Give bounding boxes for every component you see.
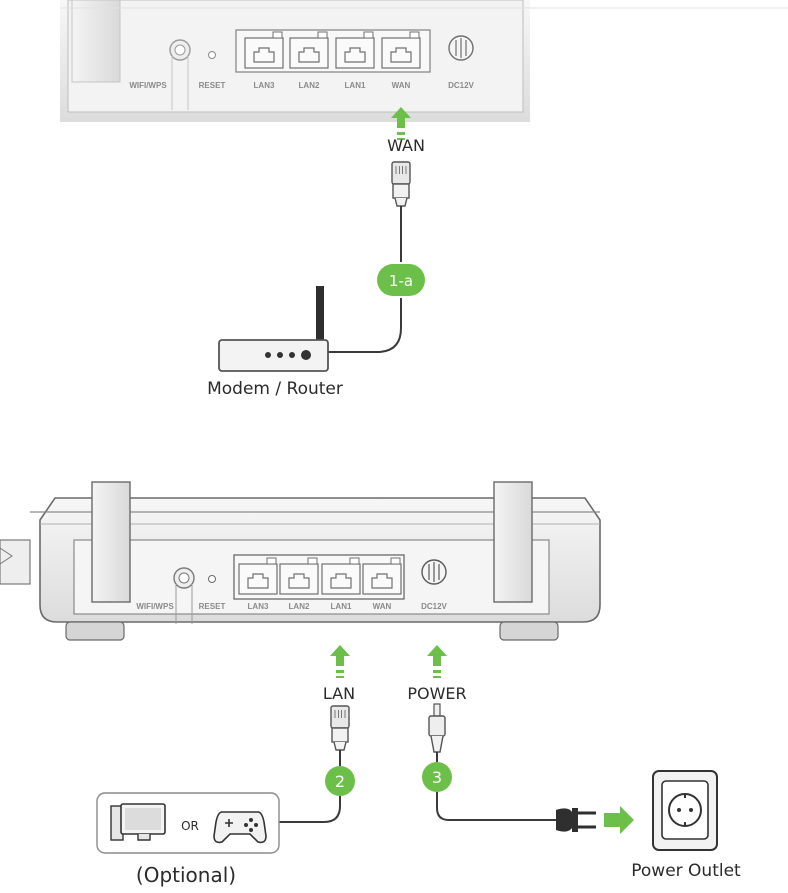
port-label: LAN3 <box>248 602 269 611</box>
port-lan1 <box>321 557 361 595</box>
router-back-panel-bottom: WIFI/WPS RESET LAN3 LAN2 LAN1 WAN DC12V <box>0 481 601 641</box>
optional-devices-box: OR <box>96 792 280 854</box>
step-badge-2: 2 <box>325 766 355 796</box>
ethernet-plug-icon <box>391 161 411 207</box>
port-lan3 <box>238 557 278 595</box>
wan-cable <box>328 206 402 353</box>
antenna-right <box>493 481 533 603</box>
svg-text:1-a: 1-a <box>389 272 413 290</box>
port-label: DC12V <box>421 602 447 611</box>
arrow-right-icon <box>604 806 634 834</box>
optional-label: (Optional) <box>136 863 236 887</box>
wan-label: WAN <box>387 136 425 155</box>
outlet-label: Power Outlet <box>631 861 741 881</box>
reset-hole <box>208 575 216 583</box>
svg-text:2: 2 <box>335 772 345 791</box>
modem-icon <box>218 286 329 372</box>
antenna-left <box>71 0 121 83</box>
port-label: WAN <box>392 81 411 90</box>
power-plug-icon <box>428 703 446 753</box>
port-label: LAN1 <box>331 602 352 611</box>
port-label: RESET <box>199 81 226 90</box>
step-badge-3: 3 <box>422 762 452 792</box>
port-lan1-top <box>335 31 375 69</box>
port-label: LAN3 <box>254 81 275 90</box>
power-cable <box>436 752 550 821</box>
ac-plug-icon <box>550 808 596 832</box>
port-label: WAN <box>373 602 392 611</box>
svg-text:3: 3 <box>432 768 442 787</box>
port-wan <box>362 557 402 595</box>
port-label: RESET <box>199 602 226 611</box>
arrow-up-icon <box>427 645 447 678</box>
port-lan2-top <box>289 31 329 69</box>
or-text: OR <box>181 819 199 833</box>
wall-outlet-icon <box>652 770 718 851</box>
computer-icon <box>110 803 166 841</box>
antenna-left <box>91 481 131 603</box>
ethernet-plug-icon <box>330 705 350 751</box>
gamepad-icon <box>213 811 267 844</box>
lan-cable <box>279 750 341 823</box>
port-lan2 <box>279 557 319 595</box>
lan-label: LAN <box>323 684 355 703</box>
port-lan3-top <box>244 31 284 69</box>
port-label: LAN1 <box>345 81 366 90</box>
power-label: POWER <box>407 684 466 703</box>
step-badge-1a: 1-a <box>377 264 425 296</box>
port-label: WIFI/WPS <box>136 602 174 611</box>
port-label: WIFI/WPS <box>129 81 167 90</box>
arrow-up-icon <box>330 645 350 678</box>
port-wan-top <box>381 31 421 69</box>
reset-hole <box>208 51 216 59</box>
port-label: LAN2 <box>299 81 320 90</box>
router-back-panel-top: WIFI/WPS RESET LAN3 LAN2 LAN1 WAN DC12V <box>60 0 788 122</box>
port-label: DC12V <box>448 81 474 90</box>
port-label: LAN2 <box>289 602 310 611</box>
modem-label: Modem / Router <box>207 379 343 399</box>
